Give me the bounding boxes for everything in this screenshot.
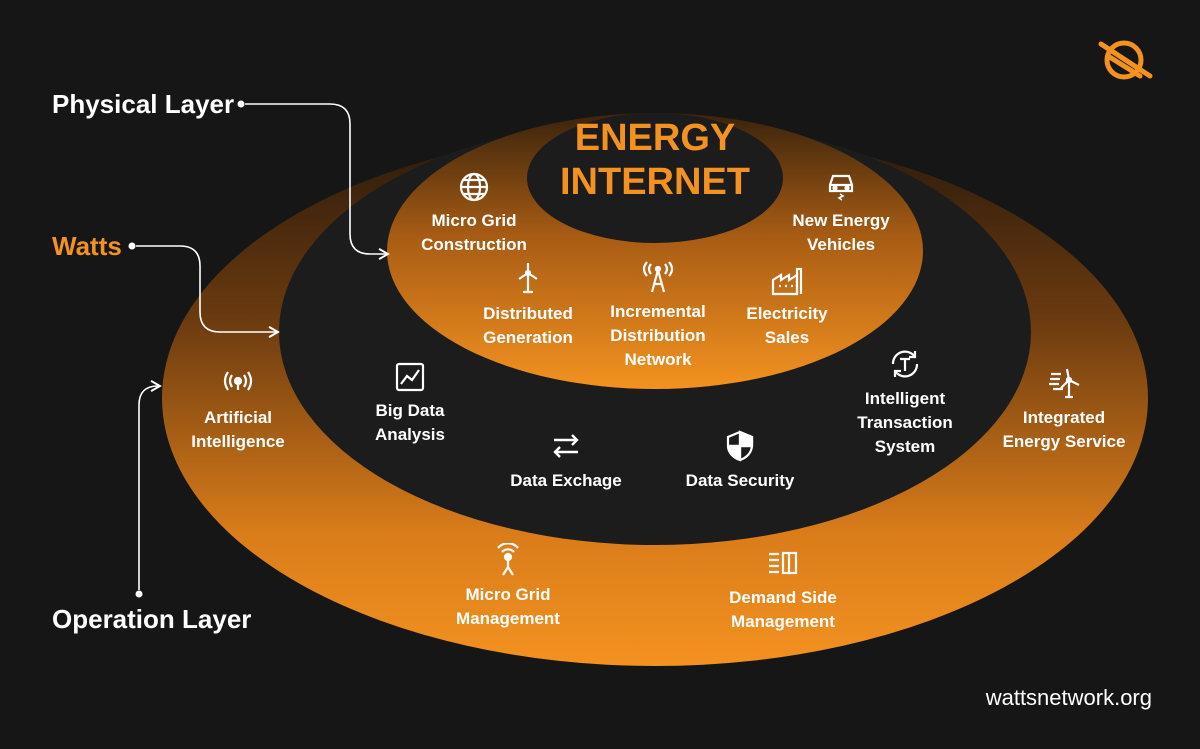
- diagram-title: ENERGY INTERNET: [560, 117, 750, 203]
- exchange-arrows-icon: [553, 434, 579, 458]
- data-security-label: Data Security: [685, 471, 795, 490]
- big-data-analysis-label: Big Data Analysis: [375, 401, 445, 444]
- factory-icon: [771, 267, 803, 296]
- micro-grid-construction-label: Micro Grid Construction: [421, 211, 527, 254]
- watts-logo-icon: [1098, 40, 1153, 80]
- demand-side-management-label: Demand Side Management: [729, 588, 837, 631]
- operation-layer-connector: [135, 380, 162, 598]
- distributed-generation-label: Distributed Generation: [483, 304, 573, 347]
- globe-icon: [459, 172, 489, 202]
- new-energy-vehicles-label: New Energy Vehicles: [792, 211, 890, 254]
- core-ellipse: [527, 113, 783, 243]
- antenna-icon: [497, 543, 519, 576]
- micro-grid-management-label: Micro Grid Management: [456, 585, 560, 628]
- artificial-intelligence-label: Artificial Intelligence: [191, 408, 285, 451]
- list-panel-icon: [769, 551, 798, 575]
- physical-layer-connector: [237, 100, 390, 260]
- transmission-tower-icon: [642, 261, 674, 293]
- broadcast-icon: [223, 371, 253, 391]
- wind-turbine-icon: [518, 263, 538, 294]
- physical-layer-label: Physical Layer: [52, 89, 235, 119]
- watts-connector: [128, 242, 280, 338]
- line-chart-icon: [395, 362, 425, 392]
- integrated-energy-service-label: Integrated Energy Service: [1002, 408, 1126, 451]
- inner-ring: [387, 113, 923, 389]
- electric-car-icon: [828, 174, 854, 201]
- intelligent-transaction-system-label: Intelligent Transaction System: [857, 389, 953, 456]
- shield-icon: [726, 430, 754, 462]
- wind-solar-icon: [1049, 368, 1080, 399]
- electricity-sales-label: Electricity Sales: [746, 304, 828, 347]
- watts-label: Watts: [52, 231, 122, 261]
- incremental-distribution-network-label: Incremental Distribution Network: [610, 302, 706, 369]
- website-url: wattsnetwork.org: [985, 685, 1152, 710]
- data-exchange-label: Data Exchage: [510, 471, 622, 490]
- operation-layer-label: Operation Layer: [52, 604, 252, 634]
- transaction-cycle-icon: [891, 350, 919, 378]
